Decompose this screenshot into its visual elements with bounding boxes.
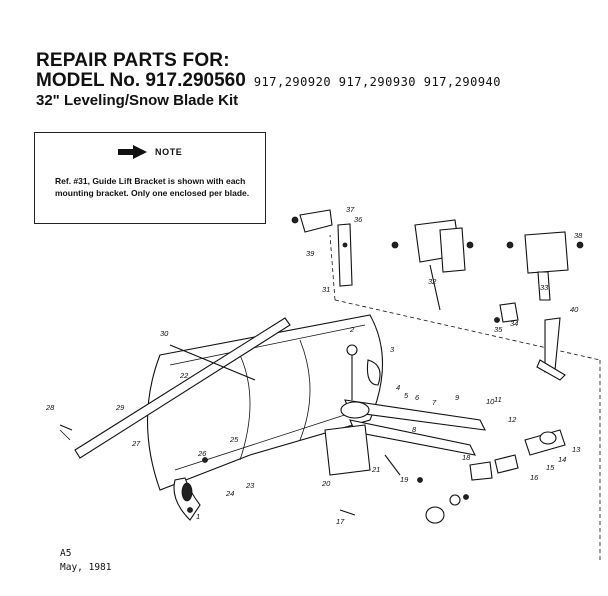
callout-33: 33 <box>540 283 549 292</box>
callout-3: 3 <box>390 345 395 354</box>
callout-7: 7 <box>432 398 437 407</box>
callout-19: 19 <box>400 475 409 484</box>
callout-8: 8 <box>412 425 417 434</box>
callout-18: 18 <box>462 453 471 462</box>
callout-23: 23 <box>245 481 255 490</box>
callout-28: 28 <box>45 403 55 412</box>
callout-12: 12 <box>508 415 517 424</box>
callout-4: 4 <box>396 383 400 392</box>
callout-25: 25 <box>229 435 239 444</box>
callout-16: 16 <box>530 473 539 482</box>
callout-35: 35 <box>494 325 503 334</box>
mounting-bracket-left <box>291 209 353 287</box>
hitch-frame <box>324 399 486 476</box>
mounting-bracket-center <box>391 219 474 311</box>
roller-parts <box>425 494 469 524</box>
guide-line <box>329 234 336 301</box>
callout-1: 1 <box>196 512 200 521</box>
mounting-bracket-right <box>506 231 584 301</box>
header-repair-parts: REPAIR PARTS FOR: <box>36 50 230 71</box>
callout-15: 15 <box>546 463 555 472</box>
blade-assembly <box>146 314 383 521</box>
callout-39: 39 <box>306 249 315 258</box>
callout-17: 17 <box>336 517 345 526</box>
lift-rod-assembly <box>469 429 566 481</box>
note-text: Ref. #31, Guide Lift Bracket is shown wi… <box>55 176 250 198</box>
callout-34: 34 <box>510 319 518 328</box>
callout-38: 38 <box>574 231 583 240</box>
callout-22: 22 <box>179 371 189 380</box>
callout-36: 36 <box>354 215 363 224</box>
callout-40: 40 <box>570 305 579 314</box>
callout-6: 6 <box>415 393 420 402</box>
model-number-alternates: 917,290920 917,290930 917,290940 <box>253 75 501 89</box>
guide-lift-bracket <box>536 317 566 381</box>
drawing-code: A5 <box>60 548 72 559</box>
note-header: NOTE <box>117 145 182 159</box>
model-number-primary: MODEL No. 917.290560 <box>36 70 246 91</box>
callout-21: 21 <box>371 465 380 474</box>
header-model-number: MODEL No. 917.290560 917,290920 917,29093… <box>36 70 501 92</box>
callout-26: 26 <box>197 449 207 458</box>
callout-30: 30 <box>160 329 169 338</box>
callout-14: 14 <box>558 455 566 464</box>
callout-24: 24 <box>225 489 234 498</box>
note-box: NOTE Ref. #31, Guide Lift Bracket is sho… <box>34 132 266 224</box>
callout-31: 31 <box>322 285 330 294</box>
spring-rod <box>169 344 256 381</box>
callout-10: 10 <box>486 397 495 406</box>
callout-11: 11 <box>494 395 502 404</box>
callout-37: 37 <box>346 205 355 214</box>
callout-29: 29 <box>115 403 125 412</box>
hitch-pin <box>346 344 381 400</box>
callout-27: 27 <box>131 439 141 448</box>
callout-2: 2 <box>349 325 355 334</box>
note-label: NOTE <box>155 147 183 157</box>
callout-9: 9 <box>455 393 460 402</box>
lift-bracket-small <box>494 302 519 323</box>
callout-5: 5 <box>404 391 409 400</box>
cutting-edge <box>59 317 291 459</box>
callout-32: 32 <box>428 277 437 286</box>
callout-20: 20 <box>321 479 331 488</box>
callout-labels: 1 2 3 4 5 6 7 8 9 10 11 12 13 14 15 16 1… <box>45 205 583 526</box>
drawing-date: May, 1981 <box>60 562 112 573</box>
bolts <box>59 424 423 516</box>
arrow-right-icon <box>118 145 147 159</box>
callout-13: 13 <box>572 445 581 454</box>
header-kit-name: 32" Leveling/Snow Blade Kit <box>36 92 239 109</box>
